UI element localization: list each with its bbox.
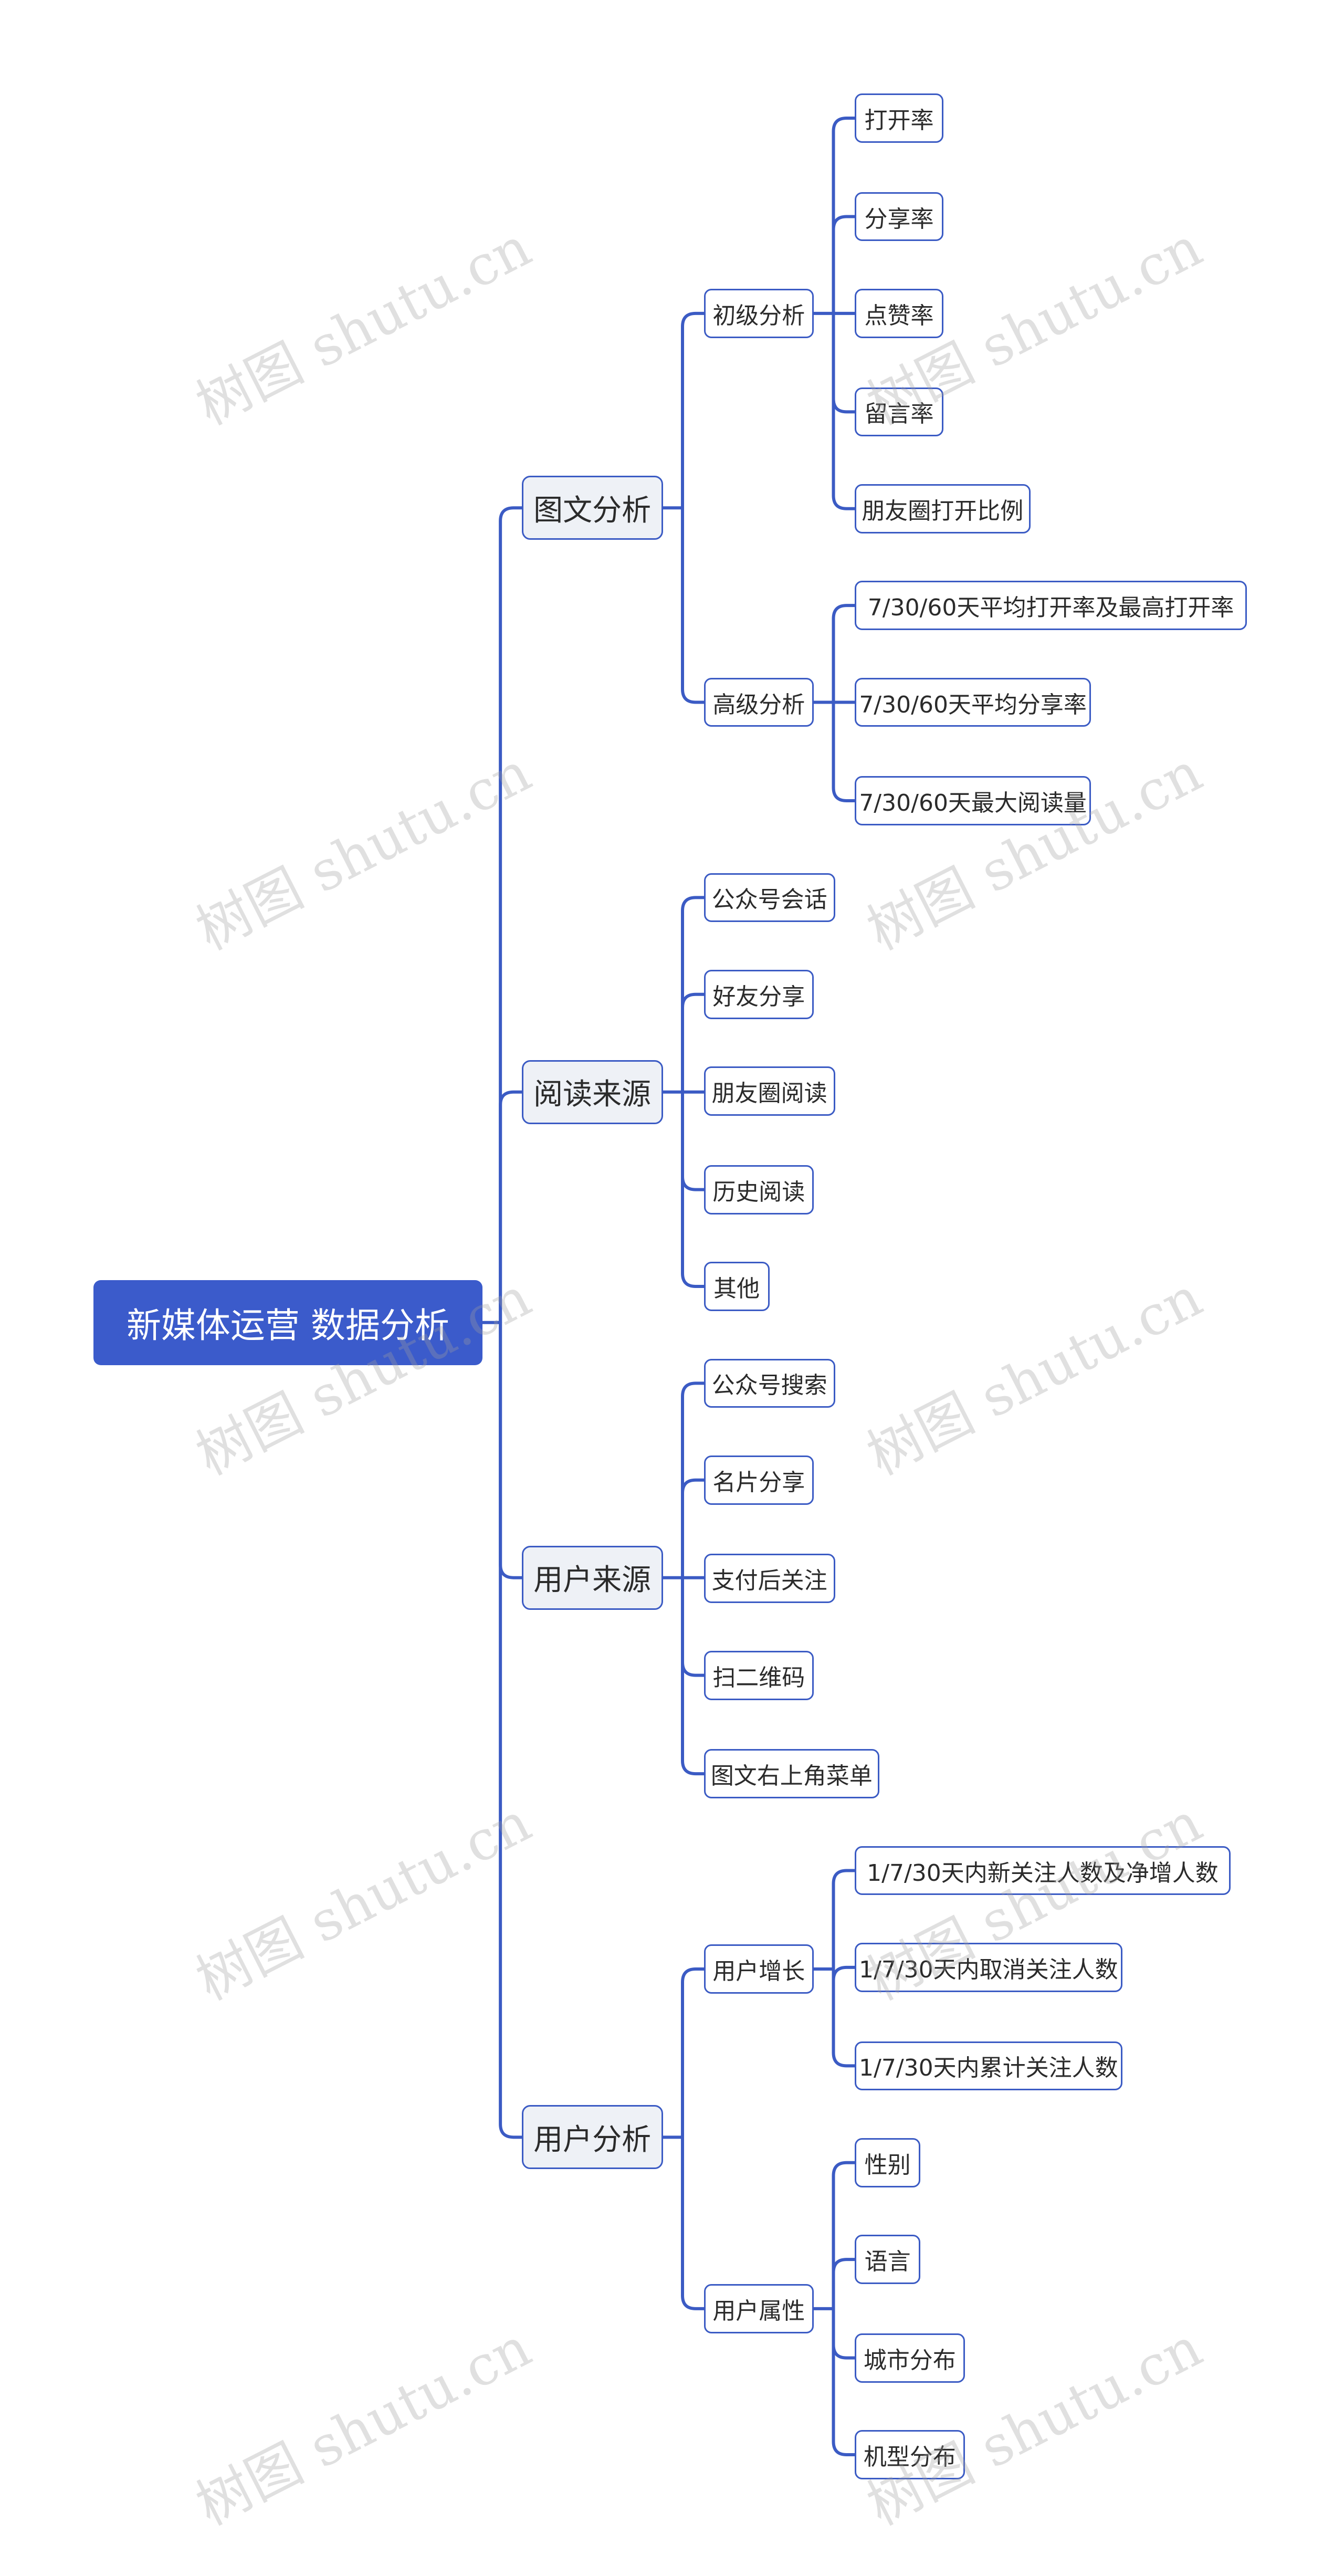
leaf-device-distribution[interactable]: 机型分布 [855, 2430, 965, 2479]
connector-line [681, 2135, 706, 2310]
connector-line [832, 2307, 857, 2456]
connector-line [832, 1967, 857, 2068]
topic-reading-source[interactable]: 阅读来源 [521, 1060, 663, 1124]
leaf-like-rate[interactable]: 点赞率 [855, 289, 943, 338]
leaf-total-followers[interactable]: 1/7/30天内累计关注人数 [855, 2041, 1122, 2091]
leaf-unfollowers[interactable]: 1/7/30天内取消关注人数 [855, 1943, 1122, 1992]
topic-user-analysis[interactable]: 用户分析 [521, 2105, 663, 2170]
connector-line [499, 506, 523, 1324]
connector-line [681, 1090, 706, 1191]
subtopic-user-growth[interactable]: 用户增长 [704, 1944, 814, 1994]
connector-line [832, 1965, 857, 1982]
leaf-gender[interactable]: 性别 [855, 2138, 921, 2187]
connector-line [681, 311, 706, 510]
leaf-other[interactable]: 其他 [704, 1262, 770, 1311]
leaf-history-read[interactable]: 历史阅读 [704, 1165, 814, 1214]
leaf-avg-open-rate[interactable]: 7/30/60天平均打开率及最高打开率 [855, 581, 1247, 630]
connector-line [499, 1321, 523, 1579]
connector-line [681, 1967, 706, 2139]
connector-line [681, 1478, 706, 1579]
connector-line [681, 896, 706, 1094]
connector-line [681, 1381, 706, 1579]
connector-line [681, 506, 706, 704]
subtopic-advanced-analysis[interactable]: 高级分析 [704, 677, 814, 727]
connector-line [499, 1090, 523, 1324]
connector-line [832, 604, 857, 704]
leaf-avg-share-rate[interactable]: 7/30/60天平均分享率 [855, 677, 1091, 727]
leaf-scan-qr[interactable]: 扫二维码 [704, 1650, 814, 1700]
connector-line [681, 1576, 706, 1776]
leaf-city-distribution[interactable]: 城市分布 [855, 2333, 965, 2383]
connector-line [681, 1576, 706, 1677]
leaf-language[interactable]: 语言 [855, 2235, 921, 2284]
connector-line [832, 2258, 857, 2310]
subtopic-basic-analysis[interactable]: 初级分析 [704, 289, 814, 338]
topic-user-source[interactable]: 用户来源 [521, 1545, 663, 1610]
connector-line [832, 700, 857, 802]
leaf-open-rate[interactable]: 打开率 [855, 93, 943, 143]
subtopic-user-attributes[interactable]: 用户属性 [704, 2284, 814, 2333]
leaf-moments-open-ratio[interactable]: 朋友圈打开比例 [855, 484, 1031, 533]
topic-graphic-analysis[interactable]: 图文分析 [521, 476, 663, 540]
leaf-account-session[interactable]: 公众号会话 [704, 873, 835, 923]
leaf-account-search[interactable]: 公众号搜索 [704, 1358, 835, 1408]
leaf-follow-after-pay[interactable]: 支付后关注 [704, 1554, 835, 1604]
connector-line [832, 1869, 857, 1971]
connector-line [681, 1090, 706, 1288]
connector-line [832, 215, 857, 315]
leaf-moments-read[interactable]: 朋友圈阅读 [704, 1066, 835, 1116]
leaf-article-menu[interactable]: 图文右上角菜单 [704, 1749, 879, 1798]
leaf-new-followers[interactable]: 1/7/30天内新关注人数及净增人数 [855, 1846, 1231, 1896]
connector-line [499, 1321, 523, 2139]
leaf-share-rate[interactable]: 分享率 [855, 192, 943, 242]
connector-line [832, 311, 857, 510]
leaf-friend-share[interactable]: 好友分享 [704, 969, 814, 1019]
leaf-comment-rate[interactable]: 留言率 [855, 387, 943, 437]
connector-line [832, 311, 857, 414]
connector-line [832, 2307, 857, 2360]
root-topic[interactable]: 新媒体运营 数据分析 [93, 1280, 482, 1365]
connector-line [681, 992, 706, 1094]
connector-line [832, 117, 857, 315]
leaf-card-share[interactable]: 名片分享 [704, 1455, 814, 1505]
connector-line [832, 2161, 857, 2310]
leaf-max-reads[interactable]: 7/30/60天最大阅读量 [855, 776, 1091, 825]
